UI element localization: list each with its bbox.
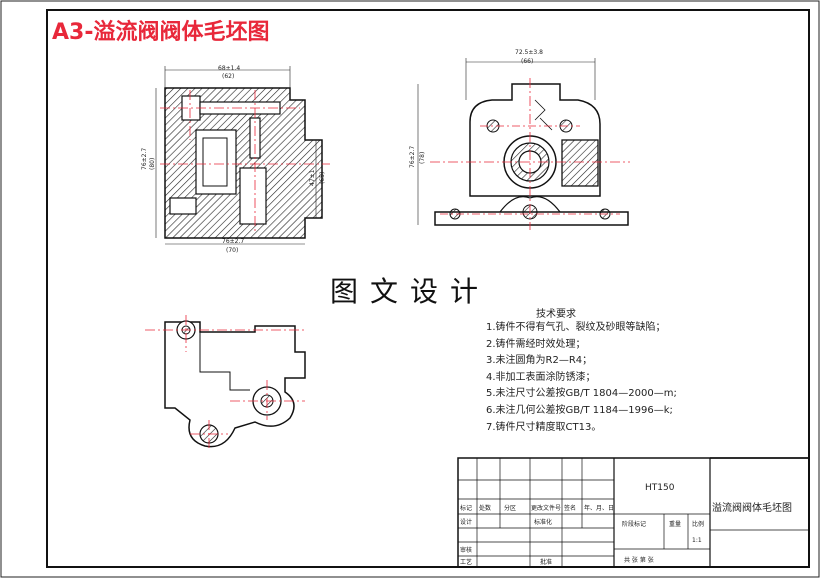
dim-side-left: 76±2.7 [409,146,416,168]
tb-label-scale: 比例 [692,520,704,528]
dim-front-left-sub: (80) [149,158,156,170]
tb-label-stage: 阶段标记 [622,520,646,528]
tb-label-review: 审核 [460,546,472,554]
dim-front-top-sub: (62) [222,73,234,80]
dim-side-top-sub: (66) [521,58,533,65]
dim-front-bottom-sub: (70) [226,247,238,254]
requirement-item: 4.非加工表面涂防锈漆； [486,371,596,383]
requirement-item: 2.铸件需经时效处理； [486,338,586,350]
inner-frame [46,9,810,568]
title-block [457,457,810,568]
requirement-item: 5.未注尺寸公差按GB/T 1804—2000—m; [486,388,677,400]
tb-scale-value: 1:1 [692,537,702,544]
requirement-item: 1.铸件不得有气孔、裂纹及砂眼等缺陷； [486,322,666,333]
requirement-item: 7.铸件尺寸精度取CT13。 [486,421,602,433]
material: HT150 [645,483,675,493]
drawing-title: A3-溢流阀阀体毛坯图 [52,20,270,45]
requirement-item: 6.未注几何公差按GB/T 1184—1996—k; [486,404,673,416]
tb-label-weight: 重量 [669,520,681,528]
drawing-name: 溢流阀阀体毛坯图 [712,501,792,514]
tb-label-sign: 签名 [564,504,576,512]
front-section-view: 68±1.4 (62) 76±2.7 (80) 47±1 (65) 76±2.7… [141,65,330,254]
title-block-text: HT150 溢流阀阀体毛坯图 标记 处数 分区 更改文件号 签名 年、月、日 设… [460,483,792,566]
tb-label-count: 处数 [479,504,491,512]
requirements-list: 1.铸件不得有气孔、裂纹及砂眼等缺陷； 2.铸件需经时效处理； 3.未注圆角为R… [486,320,677,436]
dim-front-top: 68±1.4 [218,65,240,72]
tb-label-mark: 标记 [460,504,472,512]
tb-sheets: 共 张 第 张 [624,556,654,564]
dim-side-left-sub: (78) [419,152,426,164]
dim-front-left: 76±2.7 [141,148,148,170]
requirements-heading: 技术要求 [536,309,576,320]
tb-label-date: 年、月、日 [584,504,614,512]
dim-front-right: 47±1 [309,169,316,186]
tb-label-craft: 工艺 [460,558,472,566]
dim-front-bottom: 76±2.7 [222,238,244,245]
top-view [145,315,306,450]
dim-front-right-sub: (65) [319,172,326,184]
dim-side-top: 72.5±3.8 [515,49,543,56]
requirement-item: 3.未注圆角为R2—R4； [486,355,593,367]
tb-label-change-doc: 更改文件号 [531,504,561,512]
side-view: 72.5±3.8 (66) 76±2.7 (78) [409,49,630,230]
tb-label-standardize: 标准化 [534,518,552,526]
tb-label-zone: 分区 [504,504,516,512]
tb-label-design: 设计 [460,518,472,526]
tb-label-approve: 批准 [540,558,552,566]
design-stamp: 图文设计 [330,275,491,308]
